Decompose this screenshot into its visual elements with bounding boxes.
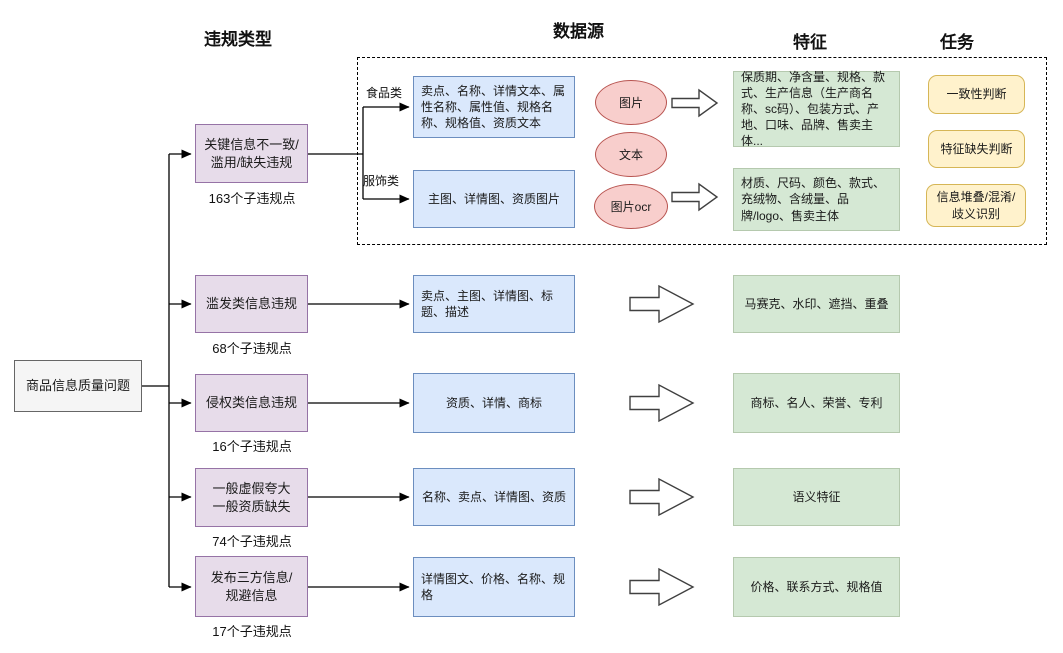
block-arrow-icon — [629, 383, 695, 423]
group1-dashed-container — [357, 57, 1047, 245]
source-box-infringement: 资质、详情、商标 — [413, 373, 575, 433]
column-header-data-source: 数据源 — [553, 22, 604, 41]
violation-box-spam: 滥发类信息违规 — [195, 275, 308, 333]
violation-box-key-info: 关键信息不一致/滥用/缺失违规 — [195, 124, 308, 183]
violation-count: 163个子违规点 — [208, 191, 296, 206]
source-box-apparel: 主图、详情图、资质图片 — [413, 170, 575, 228]
source-box-food: 卖点、名称、详情文本、属性名称、属性值、规格名称、规格值、资质文本 — [413, 76, 575, 138]
source-box-false-exaggeration: 名称、卖点、详情图、资质 — [413, 468, 575, 526]
source-box-third-party: 详情图文、价格、名称、规格 — [413, 557, 575, 617]
task-box-info-stacking: 信息堆叠/混淆/歧义识别 — [926, 184, 1026, 227]
root-node: 商品信息质量问题 — [14, 360, 142, 412]
violation-box-third-party: 发布三方信息/ 规避信息 — [195, 556, 308, 617]
task-box-missing-feature: 特征缺失判断 — [928, 130, 1025, 168]
category-label-food: 食品类 — [366, 86, 403, 100]
feature-box-third-party: 价格、联系方式、规格值 — [733, 557, 900, 617]
modality-oval-image-ocr: 图片ocr — [594, 184, 668, 229]
feature-box-false-exaggeration: 语义特征 — [733, 468, 900, 526]
feature-box-spam: 马赛克、水印、遮挡、重叠 — [733, 275, 900, 333]
modality-oval-text: 文本 — [595, 132, 667, 177]
category-label-apparel: 服饰类 — [363, 174, 400, 188]
column-header-task: 任务 — [940, 33, 974, 52]
violation-box-infringement: 侵权类信息违规 — [195, 374, 308, 432]
feature-box-food: 保质期、净含量、规格、款式、生产信息（生产商名称、sc码）、包装方式、产地、口味… — [733, 70, 900, 148]
violation-count: 17个子违规点 — [212, 624, 292, 639]
source-box-spam: 卖点、主图、详情图、标题、描述 — [413, 275, 575, 333]
feature-box-infringement: 商标、名人、荣誉、专利 — [733, 373, 900, 433]
block-arrow-icon — [629, 567, 695, 607]
block-arrow-icon — [629, 477, 695, 517]
modality-oval-image: 图片 — [595, 80, 667, 125]
column-header-violation-type: 违规类型 — [204, 30, 272, 49]
column-header-feature: 特征 — [793, 33, 827, 52]
violation-count: 16个子违规点 — [212, 439, 292, 454]
violation-count: 74个子违规点 — [212, 534, 292, 549]
block-arrow-icon — [629, 284, 695, 324]
violation-box-false-exaggeration: 一般虚假夸大 一般资质缺失 — [195, 468, 308, 527]
task-box-consistency: 一致性判断 — [928, 75, 1025, 114]
feature-box-apparel: 材质、尺码、颜色、款式、充绒物、含绒量、品牌/logo、售卖主体 — [733, 168, 900, 231]
violation-count: 68个子违规点 — [212, 341, 292, 356]
